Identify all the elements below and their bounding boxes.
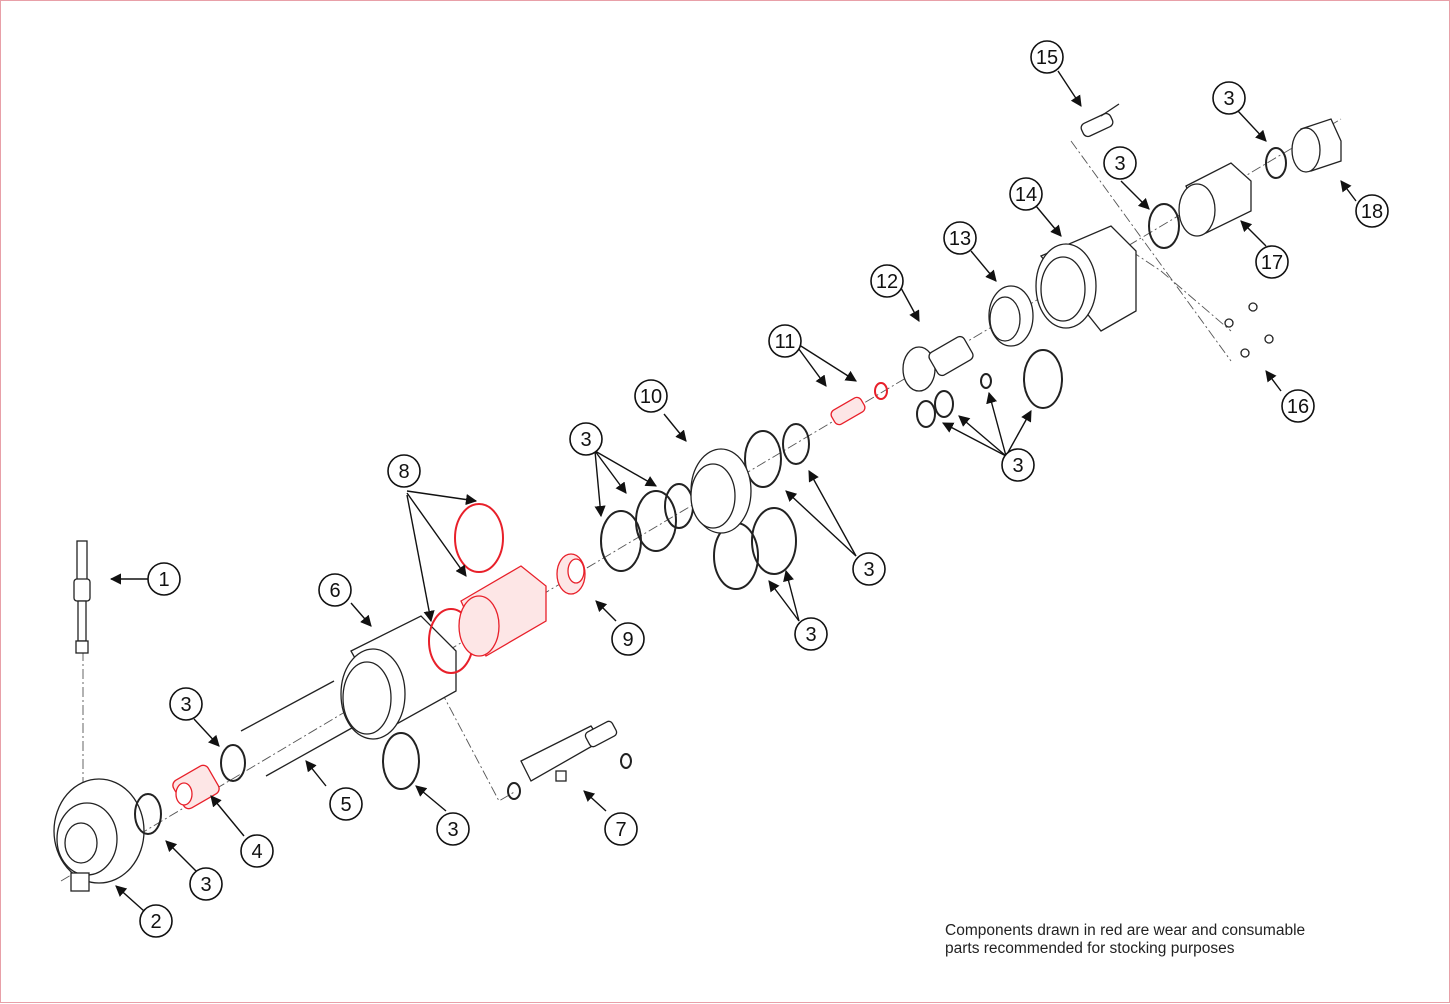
- o-ring: [980, 373, 992, 389]
- callout-5: 5: [329, 787, 363, 821]
- svg-text:1: 1: [158, 569, 169, 591]
- callout-4: 4: [240, 834, 274, 868]
- callout-3: 3: [1103, 146, 1137, 180]
- svg-text:3: 3: [180, 694, 191, 716]
- note-line-1: Components drawn in red are wear and con…: [945, 922, 1306, 939]
- part-14-end-housing: [1035, 225, 1137, 332]
- axis-part15: [1070, 140, 1232, 362]
- svg-text:15: 15: [1036, 47, 1058, 69]
- o-ring: [382, 732, 420, 790]
- svg-text:4: 4: [251, 841, 262, 863]
- part-10-housing: [690, 448, 752, 534]
- callout-7: 7: [604, 812, 638, 846]
- part-17-adapter: [1178, 162, 1252, 237]
- part-18-sleeve: [1291, 118, 1342, 173]
- part-5-screws: [240, 680, 360, 777]
- part-9-bushing: [556, 553, 586, 595]
- callout-3: 3: [189, 867, 223, 901]
- callout-3: 3: [1212, 81, 1246, 115]
- o-ring: [782, 423, 810, 465]
- o-ring: [744, 430, 782, 488]
- svg-text:16: 16: [1287, 396, 1309, 418]
- part-1-fitting: [73, 540, 91, 654]
- callout-3: 3: [852, 552, 886, 586]
- svg-text:3: 3: [447, 819, 458, 841]
- part-6-body: [340, 615, 457, 740]
- svg-text:3: 3: [580, 429, 591, 451]
- callout-18: 18: [1355, 194, 1389, 228]
- callout-17: 17: [1255, 245, 1289, 279]
- part-7-manifold: [520, 720, 618, 782]
- o-ring: [934, 390, 954, 418]
- o-ring: [751, 507, 797, 575]
- callout-3: 3: [169, 687, 203, 721]
- callout-16: 16: [1281, 389, 1315, 423]
- svg-text:14: 14: [1015, 184, 1037, 206]
- o-ring: [600, 510, 642, 572]
- callout-3: 3: [794, 617, 828, 651]
- o-ring: [664, 483, 694, 529]
- o-rings: [134, 147, 1287, 835]
- part-4-nozzle: [172, 764, 220, 810]
- o-ring: [635, 490, 677, 552]
- o-ring: [220, 744, 246, 782]
- svg-text:6: 6: [329, 580, 340, 602]
- leader-arrows: [109, 70, 1357, 912]
- callout-15: 15: [1030, 40, 1064, 74]
- svg-text:10: 10: [640, 386, 662, 408]
- callout-6: 6: [318, 573, 352, 607]
- part-15-clamp: [1080, 103, 1120, 138]
- o-ring: [1265, 147, 1287, 179]
- callout-8: 8: [387, 454, 421, 488]
- svg-text:3: 3: [1114, 153, 1125, 175]
- part-2-housing: [53, 778, 145, 892]
- part-11-valve: [830, 382, 888, 426]
- svg-text:3: 3: [805, 624, 816, 646]
- svg-text:7: 7: [615, 819, 626, 841]
- svg-text:5: 5: [340, 794, 351, 816]
- callout-3: 3: [569, 422, 603, 456]
- svg-text:2: 2: [150, 911, 161, 933]
- callout-11: 11: [768, 324, 802, 358]
- svg-text:3: 3: [1012, 455, 1023, 477]
- callout-10: 10: [634, 379, 668, 413]
- part-16-screws: [1224, 302, 1274, 358]
- part-8-wear-parts: [428, 503, 547, 674]
- svg-text:3: 3: [1223, 88, 1234, 110]
- callout-3: 3: [436, 812, 470, 846]
- svg-text:12: 12: [876, 271, 898, 293]
- callout-14: 14: [1009, 177, 1043, 211]
- callout-1: 1: [147, 562, 181, 596]
- o-ring: [620, 753, 632, 769]
- note-line-2: parts recommended for stocking purposes: [945, 940, 1235, 957]
- part-12-spindle: [902, 335, 974, 392]
- svg-text:18: 18: [1361, 201, 1383, 223]
- callout-12: 12: [870, 264, 904, 298]
- svg-text:9: 9: [622, 629, 633, 651]
- svg-text:13: 13: [949, 228, 971, 250]
- o-ring: [507, 782, 521, 800]
- o-ring: [1023, 349, 1063, 409]
- svg-text:17: 17: [1261, 252, 1283, 274]
- o-ring: [916, 400, 936, 428]
- callout-2: 2: [139, 904, 173, 938]
- callout-13: 13: [943, 221, 977, 255]
- callout-3: 3: [1001, 448, 1035, 482]
- svg-text:8: 8: [398, 461, 409, 483]
- part-13-ring-nut: [988, 285, 1034, 347]
- callout-9: 9: [611, 622, 645, 656]
- svg-text:3: 3: [200, 874, 211, 896]
- svg-text:3: 3: [863, 559, 874, 581]
- o-ring: [134, 793, 162, 835]
- stocking-note: Components drawn in red are wear and con…: [945, 922, 1365, 958]
- axis-part7: [440, 690, 517, 802]
- o-ring: [1148, 203, 1180, 249]
- svg-text:11: 11: [775, 331, 796, 353]
